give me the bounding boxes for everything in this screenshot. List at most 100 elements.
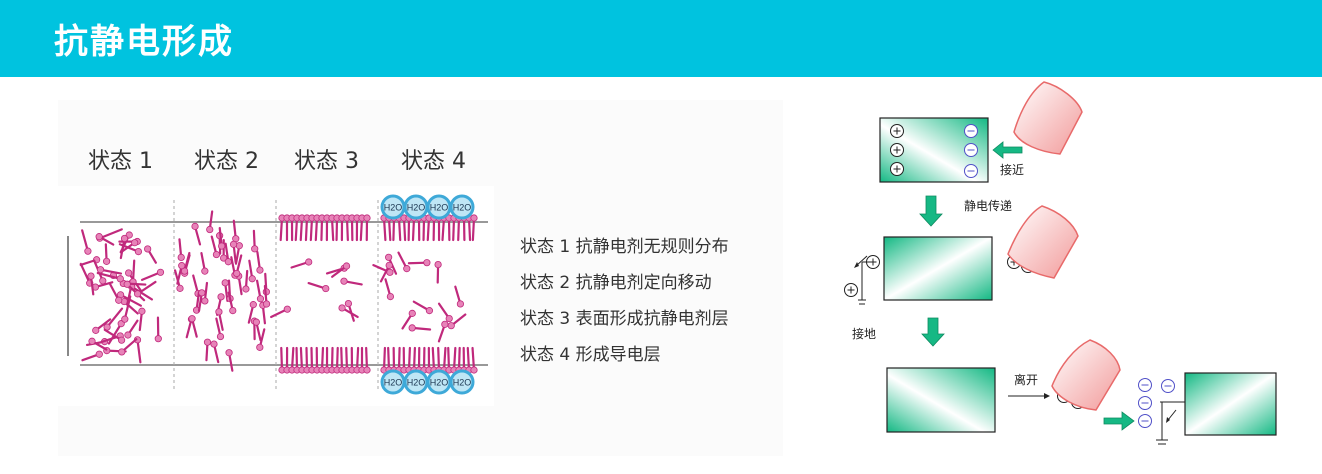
svg-text:H2O: H2O <box>453 203 472 213</box>
finger-3 <box>1051 339 1121 411</box>
antistatic-molecule <box>210 340 220 364</box>
ground-label: 接地 <box>852 326 876 341</box>
antistatic-molecule <box>144 245 157 264</box>
antistatic-molecule <box>200 252 209 275</box>
antistatic-molecule <box>445 214 453 242</box>
ground-wire-2 <box>854 255 870 305</box>
final-arrow <box>1103 411 1135 431</box>
svg-text:H2O: H2O <box>430 378 449 388</box>
positive-charge <box>890 143 904 157</box>
antistatic-molecule <box>447 313 467 330</box>
finger-2 <box>1007 205 1079 279</box>
antistatic-molecule <box>445 346 453 374</box>
antistatic-molecule <box>242 269 250 293</box>
antistatic-molecule <box>92 318 112 334</box>
contact-label: 接近 <box>1000 162 1024 177</box>
antistatic-molecule <box>87 272 95 296</box>
antistatic-molecule <box>108 283 123 304</box>
state-3-title: 状态 3 <box>294 149 359 174</box>
antistatic-molecule <box>188 315 198 338</box>
negative-charge <box>964 143 978 157</box>
antistatic-molecule <box>434 260 442 284</box>
svg-text:H2O: H2O <box>407 203 426 213</box>
state-4-title: 状态 4 <box>401 149 466 174</box>
antistatic-molecule <box>224 242 232 266</box>
negative-charge <box>1161 379 1175 393</box>
antistatic-molecule <box>247 301 257 324</box>
svg-text:H2O: H2O <box>430 203 449 213</box>
legend-line-4: 状态 4 形成导电层 <box>520 345 661 365</box>
antistatic-molecule <box>407 259 431 267</box>
down-arrow-1 <box>919 195 943 227</box>
antistatic-molecule <box>293 214 301 242</box>
antistatic-molecule <box>363 346 371 374</box>
antistatic-molecule <box>470 214 478 242</box>
svg-text:H2O: H2O <box>453 378 472 388</box>
antistatic-molecule <box>353 346 361 374</box>
antistatic-molecule <box>270 305 291 319</box>
antistatic-molecule <box>348 214 356 242</box>
antistatic-molecule <box>138 307 146 332</box>
svg-text:H2O: H2O <box>407 378 426 388</box>
antistatic-molecule <box>201 281 209 305</box>
antistatic-molecule <box>215 317 225 341</box>
antistatic-molecule <box>134 280 157 298</box>
antistatic-molecule <box>308 214 316 242</box>
page-title: 抗静电形成 <box>54 22 234 62</box>
finger-1 <box>1013 81 1083 155</box>
antistatic-molecule <box>333 214 341 242</box>
antistatic-molecule <box>227 291 237 315</box>
positive-charge <box>890 124 904 138</box>
antistatic-molecule <box>307 281 330 293</box>
antistatic-molecule <box>81 350 103 362</box>
antistatic-molecule <box>118 338 138 356</box>
antistatic-molecule <box>401 309 416 330</box>
antistatic-molecule <box>328 346 336 374</box>
antistatic-molecule <box>96 271 124 283</box>
antistatic-molecule <box>303 346 311 374</box>
svg-text:H2O: H2O <box>384 203 403 213</box>
antistatic-molecule <box>318 214 326 242</box>
antistatic-molecule <box>230 240 238 264</box>
antistatic-molecule <box>397 251 411 273</box>
antistatic-molecule <box>88 337 108 351</box>
antistatic-molecule <box>218 226 226 250</box>
antistatic-molecule <box>95 233 115 246</box>
antistatic-molecule <box>363 214 371 242</box>
antistatic-molecule <box>470 346 478 374</box>
antistatic-molecule <box>340 277 363 286</box>
antistatic-molecule <box>331 262 351 278</box>
header-bar: 抗静电形成 <box>0 0 1322 77</box>
antistatic-molecule <box>176 262 186 285</box>
antistatic-molecule <box>252 318 262 342</box>
antistatic-molecule <box>298 214 306 242</box>
antistatic-molecule <box>290 258 313 269</box>
antistatic-molecule <box>248 259 256 283</box>
antistatic-molecule <box>412 300 434 315</box>
positive-charge <box>890 162 904 176</box>
antistatic-molecule <box>408 324 432 332</box>
antistatic-molecule <box>400 346 408 374</box>
antistatic-molecule <box>191 222 202 246</box>
water-molecule: H2O <box>449 369 475 395</box>
negative-charge <box>964 124 978 138</box>
water-molecule: H2O <box>426 194 452 220</box>
antistatic-molecule <box>81 229 92 255</box>
antistatic-molecule <box>119 234 129 260</box>
antistatic-molecule <box>154 316 162 343</box>
antistatic-molecule <box>379 261 393 283</box>
antistatic-molecule <box>437 302 453 323</box>
stage-2-plate <box>883 236 993 301</box>
antistatic-molecule <box>124 319 139 339</box>
approach-arrow <box>992 141 1023 159</box>
antistatic-molecule <box>262 284 271 308</box>
water-molecule: H2O <box>449 194 475 220</box>
state-2-title: 状态 2 <box>194 149 259 174</box>
antistatic-molecule <box>197 289 206 312</box>
transfer-label: 静电传递 <box>964 198 1012 213</box>
antistatic-molecule <box>203 338 212 362</box>
leave-arrow <box>1008 393 1050 399</box>
